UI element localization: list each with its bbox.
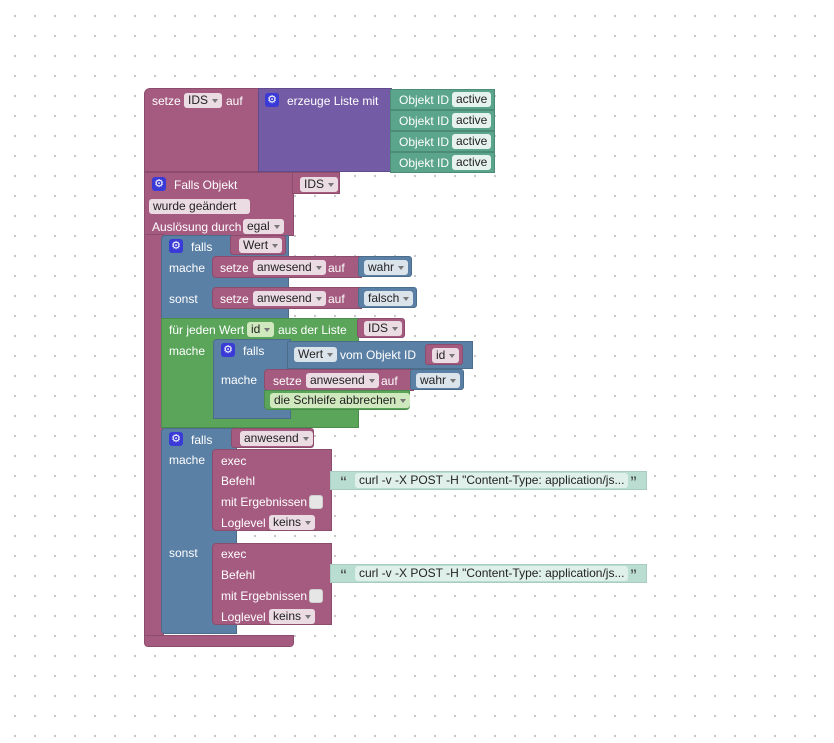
object-id-value[interactable]: active: [452, 155, 492, 170]
command-string-block[interactable]: “ curl -v -X POST -H "Content-Type: appl…: [330, 471, 647, 490]
set-label: setze: [220, 292, 249, 306]
trigger-header[interactable]: ⚙ Falls Objekt wurde geändert Auslösung …: [144, 172, 294, 236]
object-id-block[interactable]: Objekt ID active: [390, 131, 495, 152]
list-var-block[interactable]: IDS: [357, 318, 405, 338]
if-label: falls: [191, 240, 213, 254]
from-list-label: aus der Liste: [278, 323, 347, 337]
gear-icon[interactable]: ⚙: [169, 239, 183, 253]
object-id-value[interactable]: active: [452, 92, 492, 107]
object-id-label: Objekt ID: [399, 93, 450, 107]
with-results-label: mit Ergebnissen: [221, 495, 308, 509]
else-label: sonst: [169, 292, 198, 306]
command-label: Befehl: [221, 568, 256, 582]
trigger-var-dropdown[interactable]: IDS: [300, 177, 339, 192]
open-quote-icon: “: [340, 473, 347, 489]
bool-block-falsch[interactable]: falsch: [358, 287, 417, 308]
gear-icon[interactable]: ⚙: [152, 177, 166, 191]
command-label: Befehl: [221, 474, 256, 488]
object-id-label: Objekt ID: [399, 156, 450, 170]
set-label: setze: [152, 94, 181, 108]
command-string-block[interactable]: “ curl -v -X POST -H "Content-Type: appl…: [330, 564, 647, 583]
exec-label: exec: [221, 547, 247, 561]
loop-var-dropdown[interactable]: id: [247, 322, 275, 337]
exec-label: exec: [221, 454, 247, 468]
object-id-label: Objekt ID: [399, 135, 450, 149]
wert-dropdown[interactable]: Wert: [239, 238, 283, 253]
anwesend-dropdown[interactable]: anwesend: [253, 291, 326, 306]
break-dropdown[interactable]: die Schleife abbrechen: [270, 393, 411, 408]
set-label: setze: [220, 261, 249, 275]
loglevel-label: Loglevel: [221, 516, 266, 530]
create-list-label: erzeuge Liste mit: [287, 94, 379, 108]
do-label: mache: [221, 373, 258, 387]
set-variable-block[interactable]: setze IDS auf: [144, 88, 260, 172]
bool-block-wahr[interactable]: wahr: [410, 369, 464, 390]
cond-block-wert[interactable]: Wert: [230, 235, 286, 255]
with-results-checkbox[interactable]: [309, 589, 323, 603]
close-quote-icon: ”: [630, 473, 637, 489]
if-label: falls: [191, 433, 213, 447]
loglevel-label: Loglevel: [221, 610, 266, 624]
object-id-block[interactable]: Objekt ID active: [390, 89, 495, 110]
break-loop-block[interactable]: die Schleife abbrechen: [264, 390, 411, 410]
set-anwesend-block[interactable]: setze anwesend auf: [212, 287, 362, 309]
trigger-label: Falls Objekt: [174, 178, 238, 192]
object-id-block[interactable]: Objekt ID active: [390, 110, 495, 131]
anwesend-dropdown[interactable]: anwesend: [253, 260, 326, 275]
ausloesung-dropdown[interactable]: egal: [243, 219, 284, 234]
wert-dropdown[interactable]: Wert: [294, 347, 338, 362]
loglevel-dropdown[interactable]: keins: [269, 609, 316, 624]
object-id-value[interactable]: active: [452, 134, 492, 149]
object-id-block[interactable]: Objekt ID active: [390, 152, 495, 173]
to-label: auf: [381, 374, 398, 388]
set-anwesend-block[interactable]: setze anwesend auf: [264, 369, 414, 391]
do-label: mache: [169, 453, 206, 467]
open-quote-icon: “: [340, 566, 347, 582]
else-label: sonst: [169, 546, 198, 560]
gear-icon[interactable]: ⚙: [221, 343, 235, 357]
close-quote-icon: ”: [630, 566, 637, 582]
set-anwesend-block[interactable]: setze anwesend auf: [212, 256, 362, 278]
bool-dropdown-wahr[interactable]: wahr: [364, 260, 409, 275]
do-label: mache: [169, 344, 206, 358]
set-label: setze: [273, 374, 302, 388]
do-label: mache: [169, 261, 206, 275]
cond-block-anwesend[interactable]: anwesend: [231, 428, 314, 448]
ausloesung-label: Auslösung durch: [152, 220, 242, 234]
with-results-checkbox[interactable]: [309, 495, 323, 509]
gear-icon[interactable]: ⚙: [169, 432, 183, 446]
bool-dropdown-wahr[interactable]: wahr: [416, 373, 461, 388]
exec-block[interactable]: exec Befehl mit Ergebnissen Loglevel kei…: [212, 543, 332, 625]
with-results-label: mit Ergebnissen: [221, 589, 308, 603]
loglevel-dropdown[interactable]: keins: [269, 515, 316, 530]
if-label: falls: [243, 344, 265, 358]
command-text[interactable]: curl -v -X POST -H "Content-Type: applic…: [355, 566, 629, 581]
to-label: auf: [226, 94, 243, 108]
create-list-block[interactable]: ⚙ erzeuge Liste mit: [258, 88, 392, 172]
object-id-label: Objekt ID: [399, 114, 450, 128]
gear-icon[interactable]: ⚙: [265, 93, 279, 107]
id-dropdown[interactable]: id: [432, 348, 460, 363]
object-id-value[interactable]: active: [452, 113, 492, 128]
id-var-block[interactable]: id: [425, 344, 463, 365]
from-object-label: vom Objekt ID: [340, 348, 417, 362]
trigger-header-ext: IDS: [292, 172, 340, 194]
bool-block-wahr[interactable]: wahr: [358, 256, 412, 277]
bool-dropdown-falsch[interactable]: falsch: [364, 291, 414, 306]
for-each-label: für jeden Wert: [169, 323, 245, 337]
anwesend-dropdown[interactable]: anwesend: [240, 431, 313, 446]
anwesend-dropdown[interactable]: anwesend: [306, 373, 379, 388]
ids-dropdown[interactable]: IDS: [364, 321, 403, 336]
to-label: auf: [328, 261, 345, 275]
to-label: auf: [328, 292, 345, 306]
variable-dropdown-ids[interactable]: IDS: [184, 93, 223, 108]
trigger-footer: [144, 635, 294, 647]
trigger-event[interactable]: wurde geändert: [149, 199, 251, 214]
exec-block[interactable]: exec Befehl mit Ergebnissen Loglevel kei…: [212, 449, 332, 531]
command-text[interactable]: curl -v -X POST -H "Content-Type: applic…: [355, 473, 629, 488]
